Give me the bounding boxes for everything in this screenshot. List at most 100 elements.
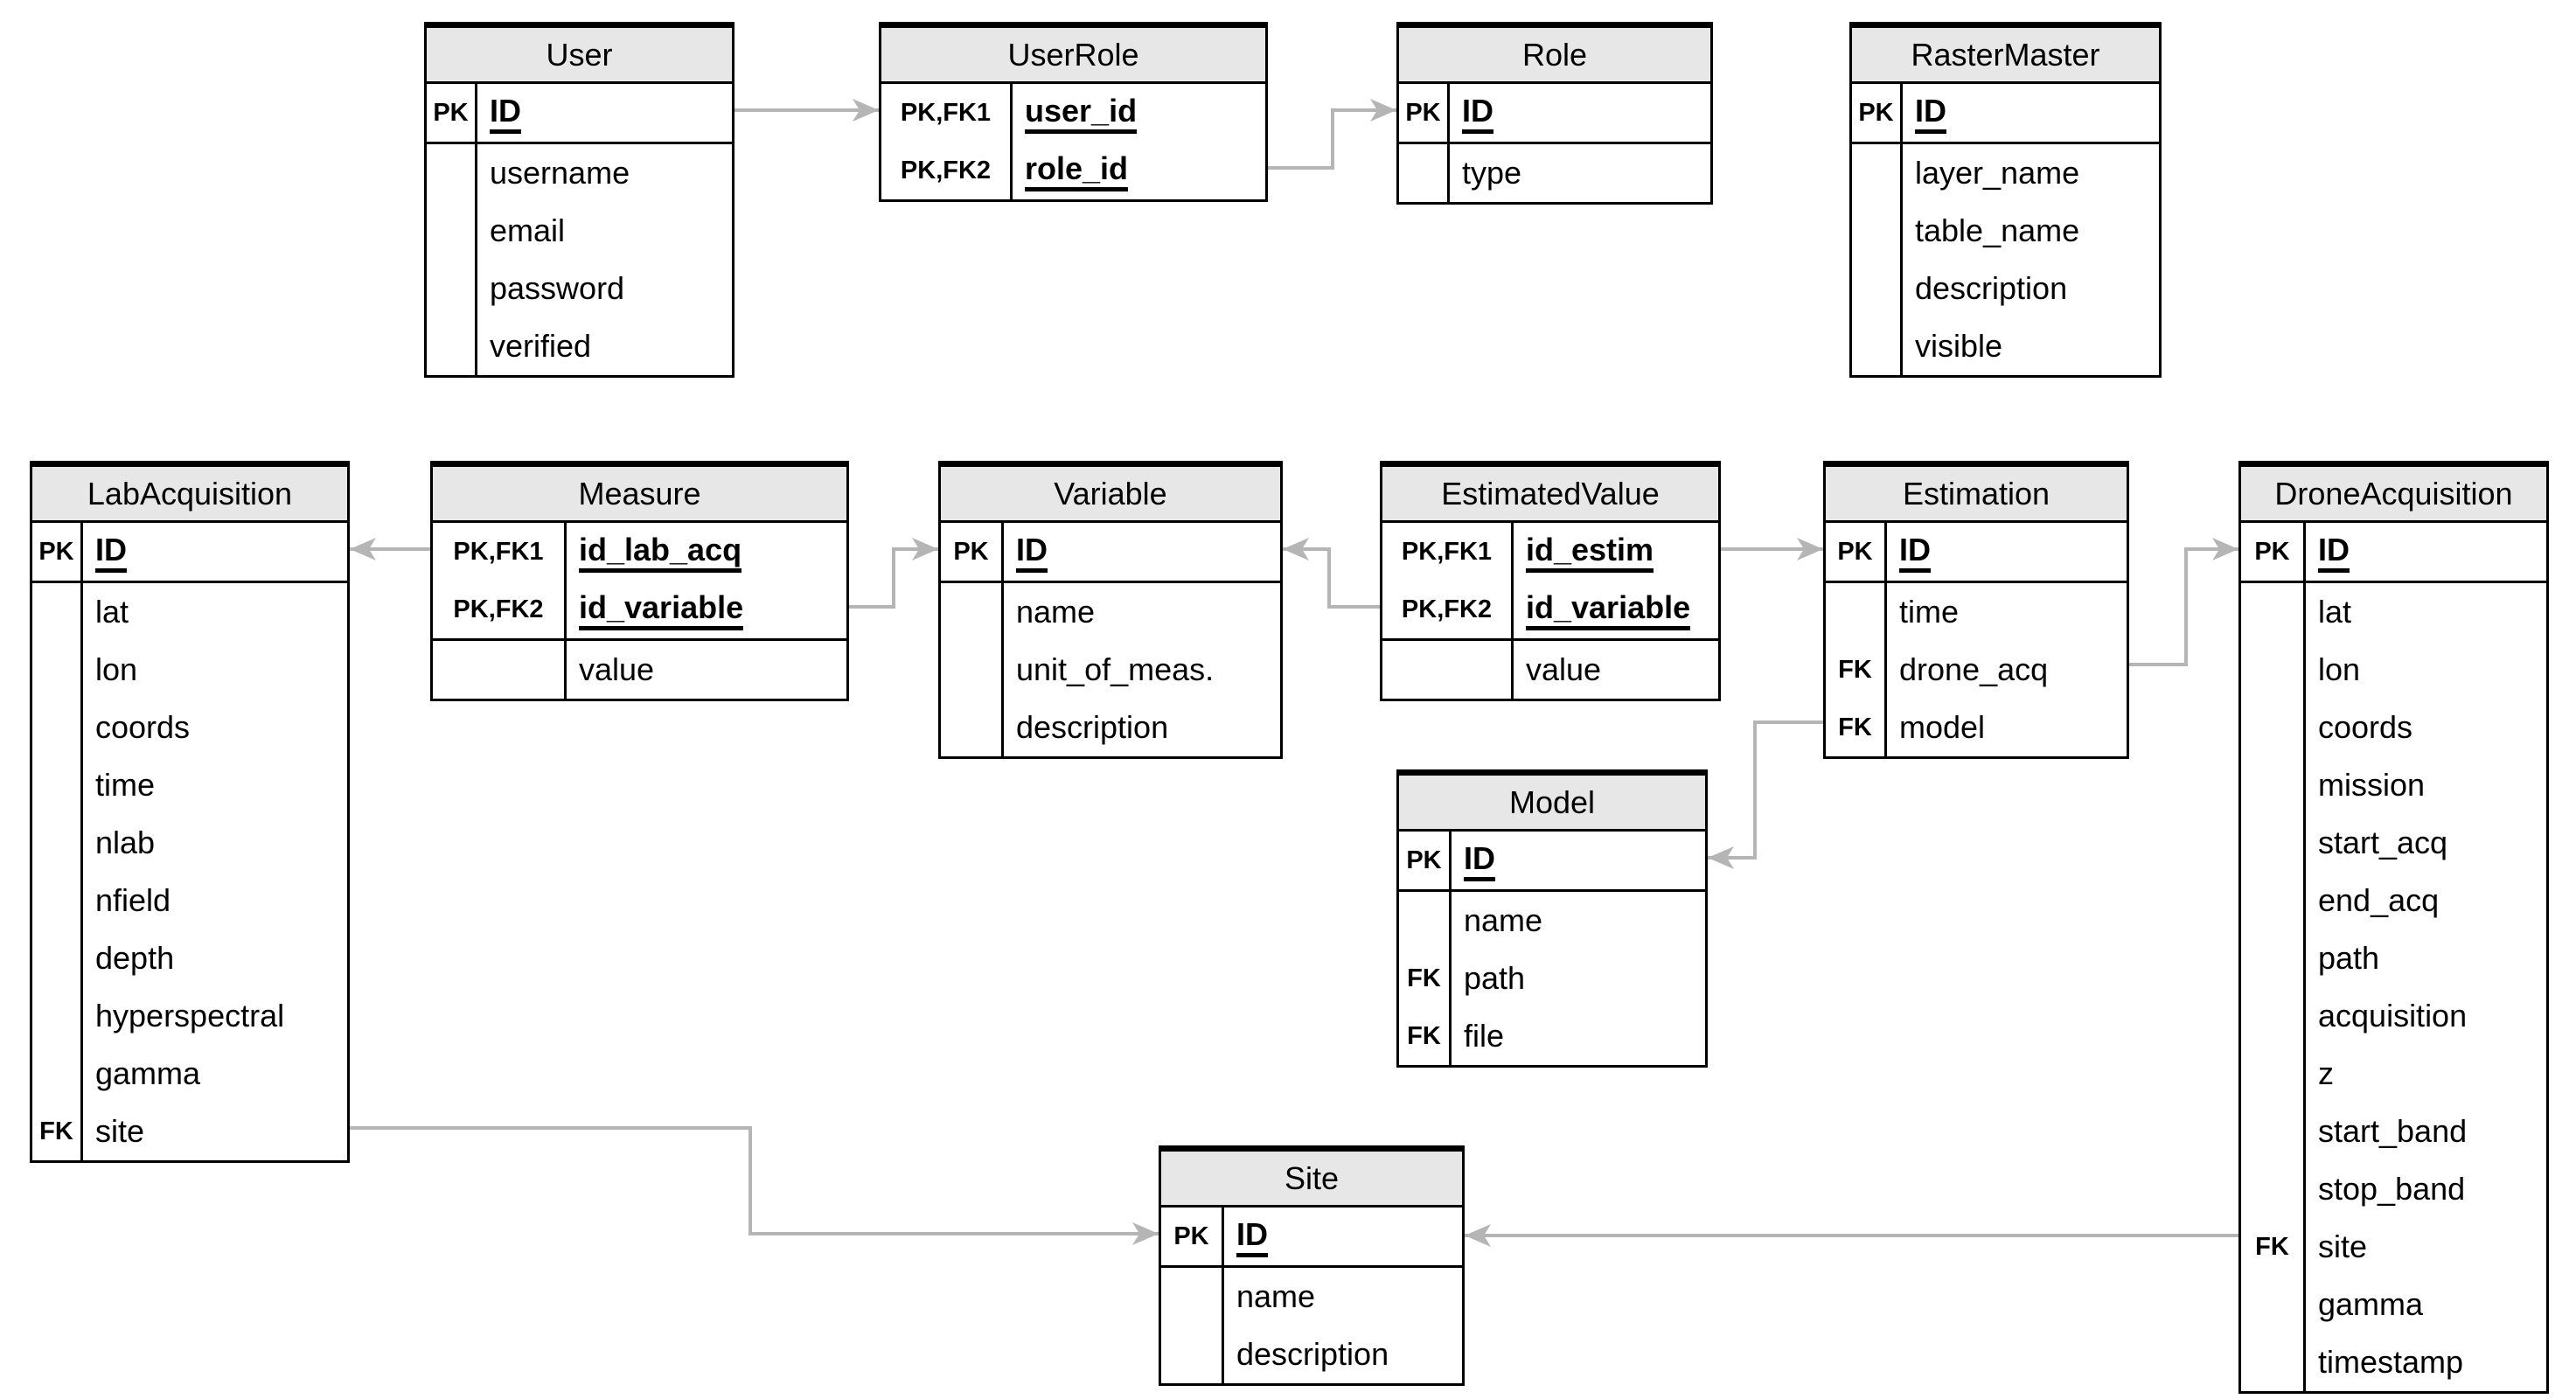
arrowhead-icon	[1283, 538, 1309, 560]
field-name: id_lab_acq	[579, 532, 742, 573]
entity-title: EstimatedValue	[1382, 467, 1718, 523]
field-cell: ID	[1224, 1208, 1462, 1265]
key-label	[2241, 756, 2306, 814]
field-name: start_band	[2318, 1113, 2468, 1149]
key-label	[32, 987, 83, 1045]
key-label: FK	[1826, 699, 1887, 756]
field-row: verified	[427, 317, 732, 375]
key-label: PK,FK1	[881, 84, 1013, 142]
field-cell: id_variable	[1514, 581, 1718, 638]
field-cell: drone_acq	[1887, 641, 2127, 699]
key-label	[427, 144, 477, 202]
field-name: visible	[1915, 328, 2003, 364]
field-cell: visible	[1903, 317, 2159, 375]
field-name: ID	[95, 532, 127, 573]
field-cell: verified	[477, 317, 732, 375]
arrowhead-icon	[912, 538, 938, 560]
field-cell: stop_band	[2306, 1160, 2546, 1218]
field-cell: ID	[1004, 523, 1280, 581]
field-row: time	[1826, 583, 2127, 641]
field-row: z	[2241, 1045, 2546, 1103]
field-cell: id_variable	[567, 581, 846, 638]
field-row: lat	[32, 583, 347, 641]
field-row: name	[1161, 1268, 1462, 1326]
field-row: gamma	[32, 1045, 347, 1103]
field-name: id_variable	[1526, 589, 1691, 630]
field-name: ID	[1462, 93, 1493, 134]
key-label: PK	[941, 523, 1004, 581]
connector-Estimation-Model	[1708, 720, 1823, 869]
field-cell: path	[2306, 929, 2546, 987]
connector-User-UserRole	[735, 99, 879, 122]
field-cell: nfield	[83, 872, 347, 929]
field-row: visible	[1852, 317, 2159, 375]
field-cell: email	[477, 202, 732, 260]
field-row: lon	[2241, 641, 2546, 699]
entity-title: User	[427, 28, 732, 84]
key-label	[32, 1045, 83, 1103]
key-label	[2241, 1276, 2306, 1333]
key-label: PK	[1399, 832, 1452, 889]
connector-DroneAcquisition-Site	[1465, 1224, 2238, 1247]
field-row: table_name	[1852, 202, 2159, 260]
key-label	[1382, 641, 1514, 699]
field-name: id_variable	[579, 589, 744, 630]
field-name: unit_of_meas.	[1016, 651, 1215, 687]
field-name: value	[579, 651, 655, 687]
key-label: PK	[1161, 1208, 1224, 1265]
field-cell: site	[2306, 1218, 2546, 1276]
field-row: nlab	[32, 814, 347, 872]
field-row: email	[427, 202, 732, 260]
key-label	[2241, 699, 2306, 756]
field-row: acquisition	[2241, 987, 2546, 1045]
field-cell: start_acq	[2306, 814, 2546, 872]
entity-title: Measure	[433, 467, 846, 523]
arrowhead-icon	[1132, 1222, 1159, 1245]
field-cell: name	[1004, 583, 1280, 641]
field-cell: acquisition	[2306, 987, 2546, 1045]
field-cell: coords	[83, 699, 347, 756]
key-label	[32, 641, 83, 699]
field-cell: id_estim	[1514, 523, 1718, 581]
field-name: gamma	[2318, 1286, 2424, 1322]
field-cell: timestamp	[2306, 1333, 2546, 1391]
field-row: description	[1852, 260, 2159, 317]
field-row: FK drone_acq	[1826, 641, 2127, 699]
key-label	[941, 641, 1004, 699]
key-label: FK	[2241, 1218, 2306, 1276]
key-label: PK,FK2	[881, 142, 1013, 199]
field-name: file	[1464, 1018, 1505, 1054]
arrowhead-icon	[1797, 538, 1823, 560]
field-row: lon	[32, 641, 347, 699]
key-label: FK	[1826, 641, 1887, 699]
field-row: name	[1399, 892, 1705, 950]
field-row: value	[1382, 641, 1718, 699]
key-label: FK	[1399, 1007, 1452, 1065]
field-row: end_acq	[2241, 872, 2546, 929]
field-cell: user_id	[1013, 84, 1265, 142]
key-label	[1852, 144, 1903, 202]
key-label: PK	[1852, 84, 1903, 142]
field-name: ID	[1236, 1216, 1268, 1257]
field-name: coords	[95, 709, 191, 745]
field-cell: password	[477, 260, 732, 317]
connector-Estimation-DroneAcquisition	[2129, 538, 2238, 666]
field-name: drone_acq	[1899, 651, 2049, 687]
field-name: time	[1899, 594, 1960, 630]
field-name: time	[95, 767, 156, 803]
field-name: site	[2318, 1228, 2368, 1264]
field-name: timestamp	[2318, 1344, 2464, 1380]
field-name: gamma	[95, 1055, 201, 1091]
field-name: path	[1464, 960, 1526, 996]
field-name: name	[1464, 902, 1543, 938]
arrowhead-icon	[2212, 538, 2238, 560]
field-name: ID	[490, 93, 521, 134]
key-label	[427, 317, 477, 375]
